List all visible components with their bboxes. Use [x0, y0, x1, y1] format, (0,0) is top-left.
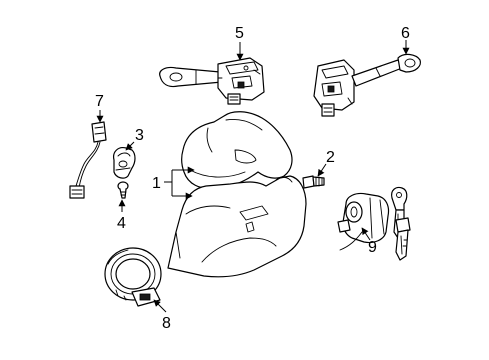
leader-lines	[96, 40, 410, 313]
callout-2: 2	[326, 149, 335, 166]
callout-5: 5	[235, 25, 244, 42]
callout-4: 4	[117, 215, 126, 232]
callout-9: 9	[368, 239, 377, 256]
callout-3: 3	[135, 127, 144, 144]
clip	[117, 181, 129, 199]
callout-7: 7	[95, 93, 104, 110]
ignition-lock-cylinder-and-key	[337, 186, 411, 261]
callout-8: 8	[162, 315, 171, 332]
clock-spring	[104, 247, 162, 307]
callout-6: 6	[401, 25, 410, 42]
wire-harness	[69, 121, 107, 199]
callout-1: 1	[152, 175, 161, 192]
wiper-switch	[313, 53, 421, 117]
headlamp-switch	[159, 57, 265, 105]
switch-bracket	[113, 147, 136, 179]
steering-column-cover	[167, 111, 307, 278]
screw	[302, 175, 325, 189]
callout-labels: 1 2 3 4 5 6 7 8 9	[95, 25, 410, 332]
